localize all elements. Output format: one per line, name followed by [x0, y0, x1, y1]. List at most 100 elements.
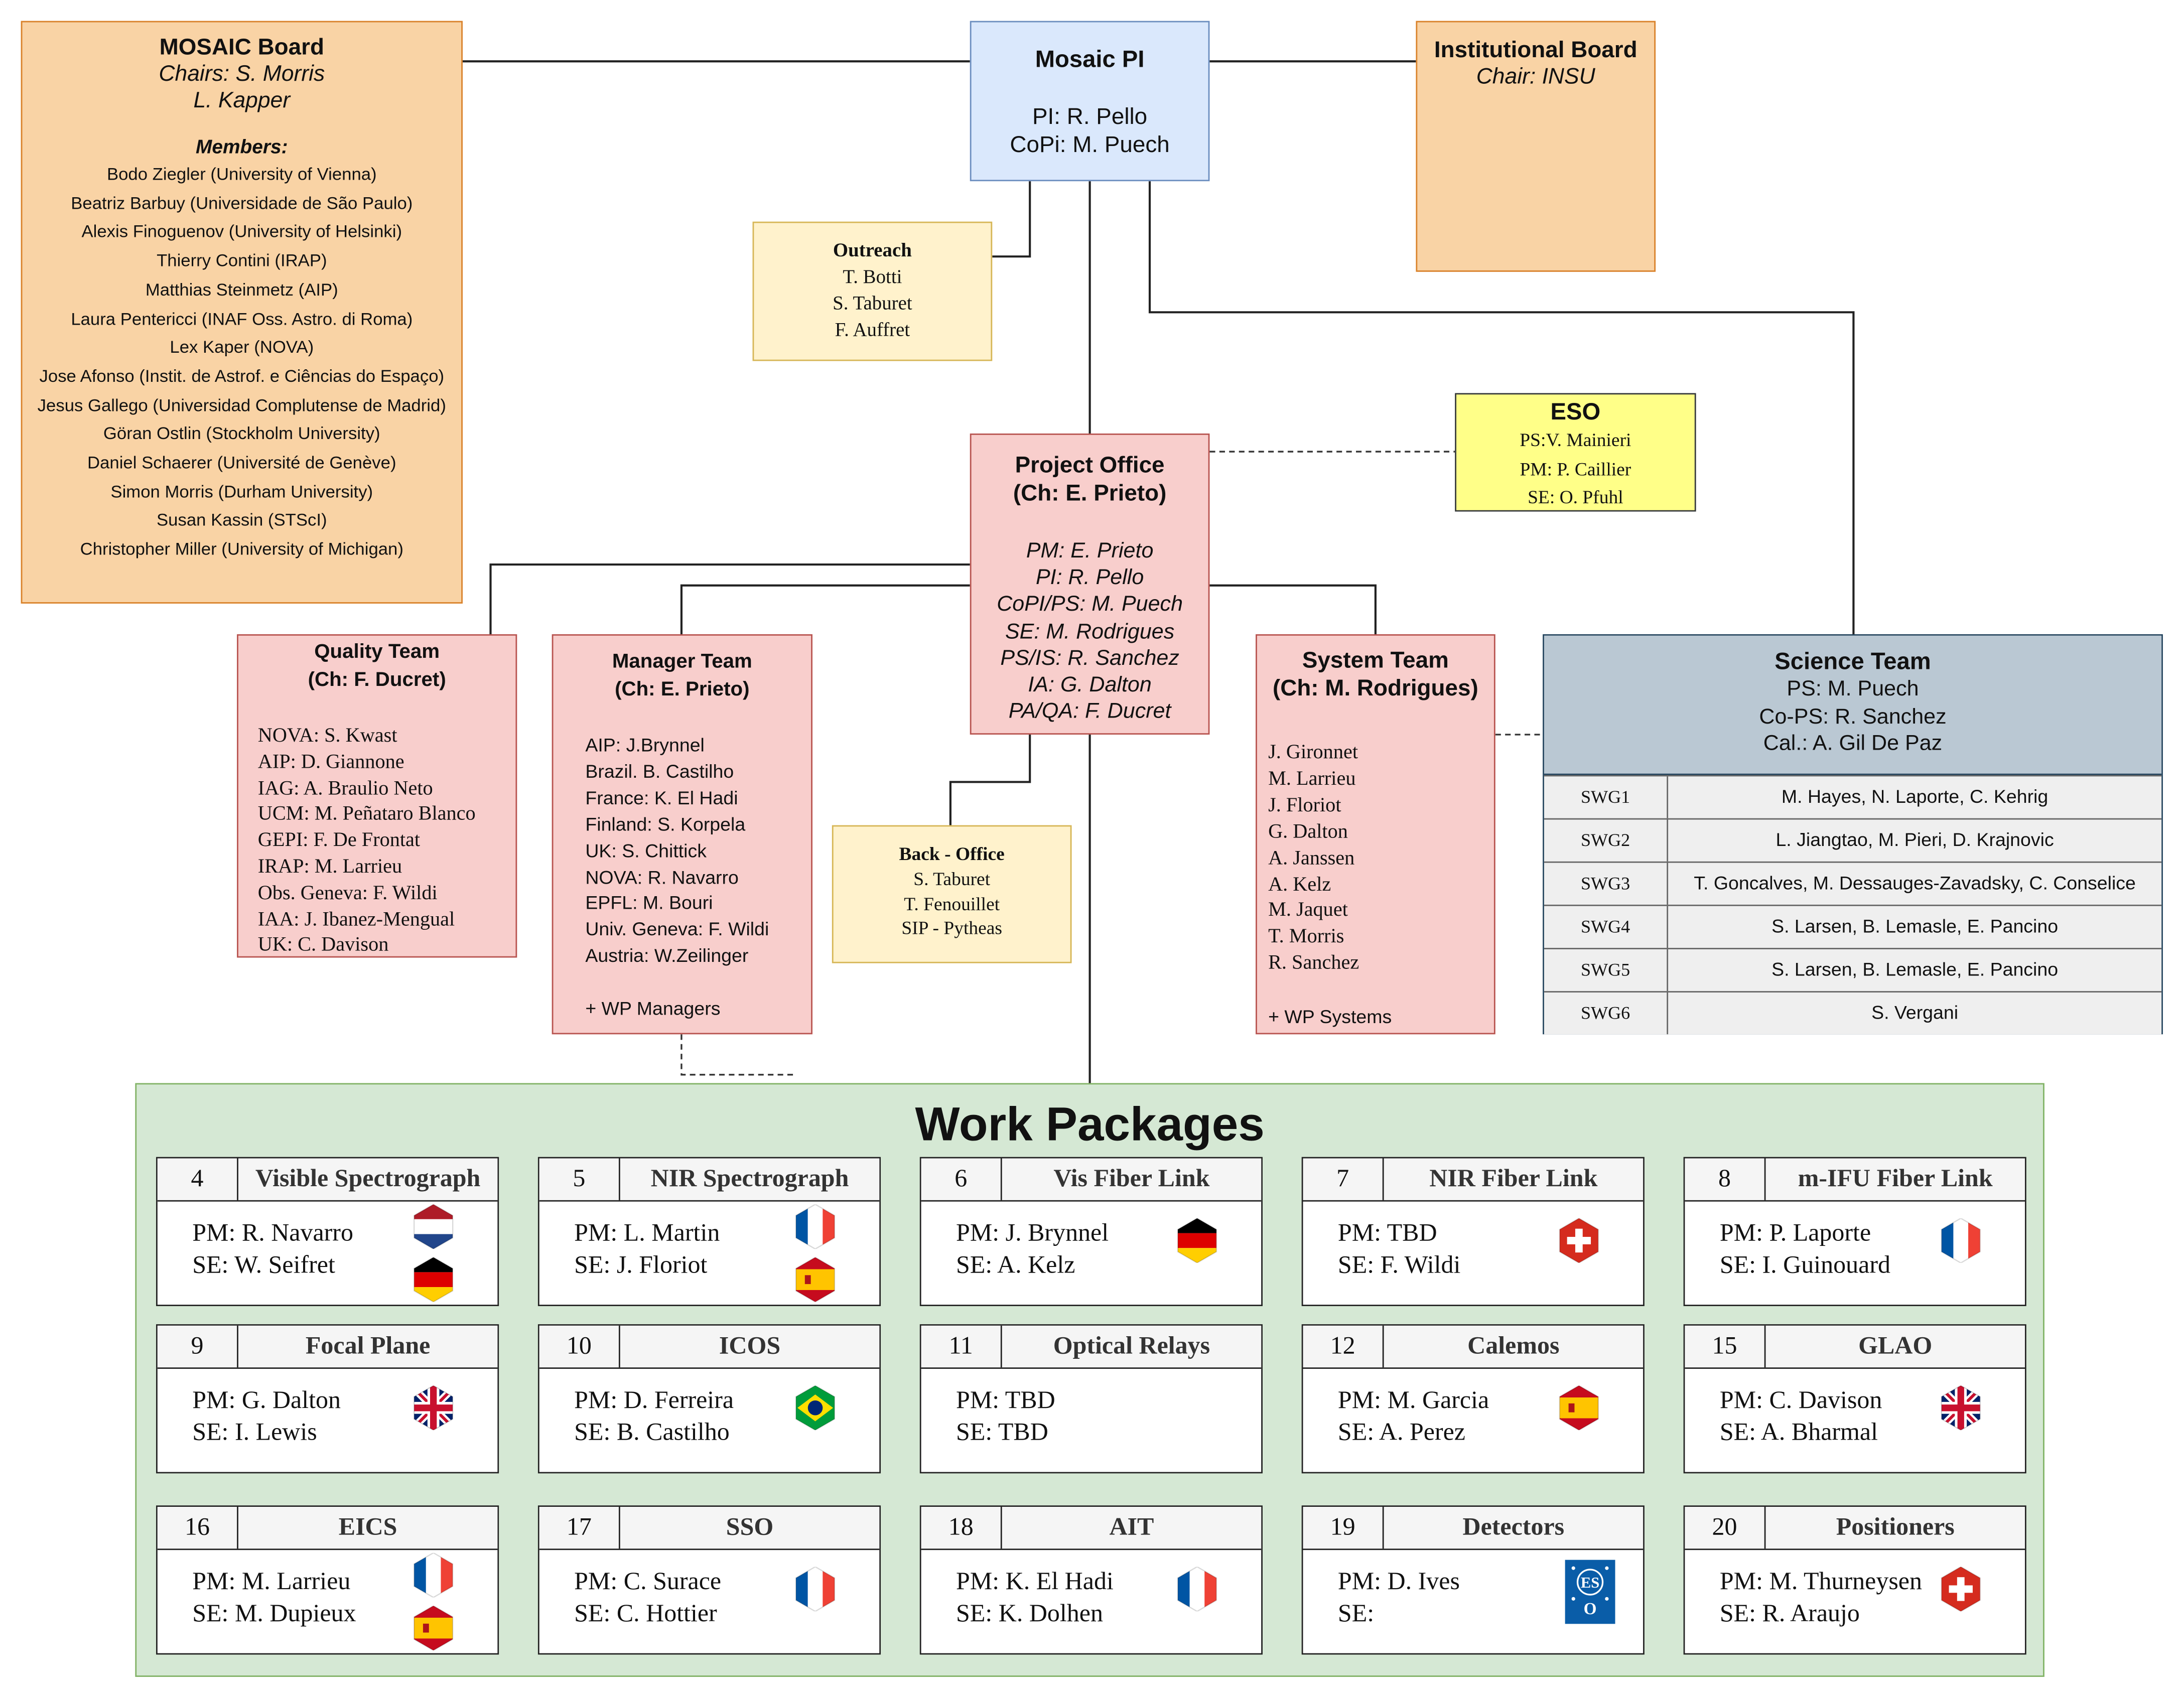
eso-line: PM: P. Caillier — [1520, 458, 1631, 479]
board-member: Simon Morris (Durham University) — [110, 482, 373, 502]
germany-flag-icon — [1175, 1217, 1219, 1270]
work-package-title: Focal Plane — [305, 1331, 431, 1359]
project-office-role: PI: R. Pello — [1035, 566, 1144, 590]
board-member: Thierry Contini (IRAP) — [157, 251, 327, 271]
back-office-member: S. Taburet — [913, 868, 991, 890]
mosaic-board-chairs: Chairs: S. Morris — [159, 63, 325, 87]
board-member: Alexis Finoguenov (University of Helsink… — [81, 222, 402, 242]
project-office-role: CoPI/PS: M. Puech — [997, 593, 1183, 617]
work-package-pm: PM: TBD — [1337, 1218, 1437, 1246]
manager-team-member: Brazil. B. Castilho — [585, 761, 734, 782]
manager-team: Manager Team (Ch: E. Prieto) AIP: J.Bryn… — [552, 634, 812, 1035]
work-package-title: m-IFU Fiber Link — [1798, 1164, 1993, 1192]
work-package-pm: PM: G. Dalton — [192, 1385, 341, 1413]
manager-team-extra: + WP Managers — [585, 998, 721, 1020]
work-package-title: Optical Relays — [1053, 1331, 1210, 1359]
work-package-pm: PM: D. Ferreira — [574, 1385, 734, 1413]
work-package-number: 16 — [158, 1507, 238, 1549]
work-package-pm: PM: M. Larrieu — [192, 1567, 351, 1595]
board-member: Daniel Schaerer (Université de Genève) — [87, 453, 396, 473]
science-team-ps: PS: M. Puech — [1787, 677, 1919, 701]
board-member: Göran Ostlin (Stockholm University) — [103, 424, 380, 444]
manager-team-member: AIP: J.Brynnel — [585, 735, 705, 756]
work-package-pm: PM: D. Ives — [1337, 1567, 1460, 1595]
board-member: Jose Afonso (Instit. de Astrof. e Ciênci… — [39, 366, 445, 386]
work-package-number: 5 — [539, 1158, 620, 1200]
quality-team-member: Obs. Geneva: F. Wildi — [257, 882, 438, 905]
netherlands-flag-icon — [411, 1203, 456, 1256]
quality-team-member: GEPI: F. De Frontat — [257, 829, 421, 852]
project-office-role: PA/QA: F. Ducret — [1008, 700, 1171, 724]
work-package-title: Calemos — [1467, 1331, 1560, 1359]
system-team-member: M. Jaquet — [1268, 900, 1348, 922]
work-package-pm: PM: R. Navarro — [192, 1218, 353, 1246]
back-office-member: T. Fenouillet — [904, 893, 1000, 914]
work-package-pm: PM: C. Davison — [1719, 1385, 1882, 1413]
work-package-title: Detectors — [1462, 1512, 1565, 1540]
work-package-se: SE: C. Hottier — [574, 1599, 717, 1627]
project-office-role: PS/IS: R. Sanchez — [1000, 646, 1179, 670]
work-package-number: 18 — [921, 1507, 1002, 1549]
project-office-title: Project Office — [1015, 453, 1165, 478]
system-team-member: A. Kelz — [1268, 873, 1331, 896]
quality-team-member: UCM: M. Peñataro Blanco — [257, 803, 476, 826]
work-package-pm: PM: M. Garcia — [1337, 1385, 1489, 1413]
work-package-number: 12 — [1303, 1325, 1384, 1368]
work-package-pm: PM: P. Laporte — [1719, 1218, 1871, 1246]
mosaic-pi-title: Mosaic PI — [1035, 46, 1145, 73]
germany-flag-icon — [411, 1256, 456, 1309]
board-member: Bodo Ziegler (University of Vienna) — [106, 164, 377, 184]
swg-members: M. Hayes, N. Laporte, C. Kehrig — [1781, 786, 2049, 807]
manager-team-member: NOVA: R. Navarro — [585, 866, 739, 888]
work-package-number: 20 — [1685, 1507, 1766, 1549]
spain-flag-icon — [793, 1256, 838, 1309]
science-team-header: Science Team PS: M. Puech Co-PS: R. Sanc… — [1544, 635, 2162, 775]
science-team-title: Science Team — [1774, 648, 1931, 675]
work-package-se: SE: A. Bharmal — [1719, 1418, 1878, 1446]
back-office-title: Back - Office — [899, 843, 1005, 865]
france-flag-icon — [1175, 1566, 1219, 1618]
swg-members: T. Goncalves, M. Dessauges-Zavadsky, C. … — [1694, 873, 2136, 894]
manager-team-member: Univ. Geneva: F. Wildi — [585, 919, 769, 940]
mosaic-pi-copi: CoPi: M. Puech — [1010, 132, 1170, 158]
work-package-title: GLAO — [1858, 1331, 1933, 1359]
quality-team: Quality Team (Ch: F. Ducret) NOVA: S. Kw… — [237, 634, 517, 958]
work-package-se: SE: K. Dolhen — [956, 1599, 1103, 1627]
uk-flag-icon — [1939, 1384, 1983, 1437]
work-package-title: Visible Spectrograph — [255, 1164, 481, 1192]
swg-id: SWG4 — [1544, 906, 1669, 948]
board-member: Susan Kassin (STScI) — [157, 510, 327, 530]
quality-team-member: AIP: D. Giannone — [257, 751, 404, 774]
work-package-number: 7 — [1303, 1158, 1384, 1200]
spain-flag-icon — [411, 1605, 456, 1657]
mosaic-board-chairs-2: L. Kapper — [193, 89, 291, 113]
swg-id: SWG6 — [1544, 992, 1669, 1035]
institutional-board-chair: Chair: INSU — [1476, 65, 1595, 89]
board-member: Christopher Miller (University of Michig… — [80, 539, 403, 559]
board-member: Lex Kaper (NOVA) — [170, 337, 314, 357]
